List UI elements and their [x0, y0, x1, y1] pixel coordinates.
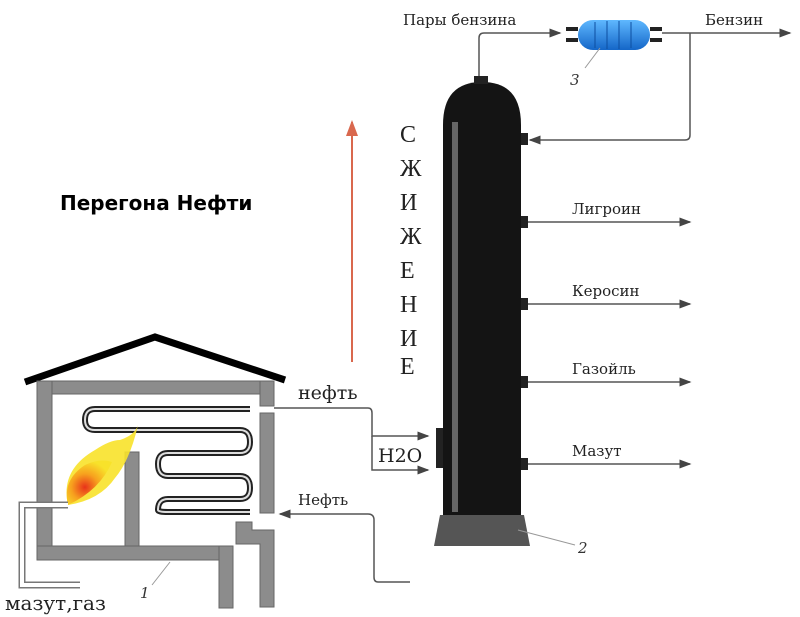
kerosene-label: Керосин [572, 282, 640, 300]
flame-icon [66, 425, 138, 505]
condenser-number: 3 [570, 71, 580, 89]
ligroin-label: Лигроин [572, 200, 641, 218]
condenser [566, 20, 662, 50]
vertical-letter: И [400, 326, 417, 352]
column-number: 2 [577, 539, 588, 557]
vertical-letter: Н [400, 292, 417, 318]
oil-out-label: нефть [298, 382, 358, 404]
vertical-word: С Ж И Ж Е Н И Е [400, 122, 422, 380]
gasoline-label: Бензин [705, 11, 763, 29]
furnace [23, 333, 287, 609]
water-label: H2O [378, 445, 422, 467]
furnace-number: 1 [140, 584, 150, 602]
mazut-label: Мазут [572, 442, 622, 460]
fuel-label: мазут,газ [5, 591, 106, 615]
distillation-column [434, 76, 530, 546]
vertical-letter: Ж [400, 224, 422, 250]
vertical-letter: И [400, 190, 417, 216]
vertical-letter: Ж [400, 156, 422, 182]
vertical-letter: Е [400, 258, 415, 284]
vapors-label: Пары бензина [403, 11, 516, 29]
oil-in-label: Нефть [298, 491, 348, 509]
vertical-letter: С [400, 122, 416, 148]
gasoil-label: Газойль [572, 360, 636, 378]
diagram-title: Перегона Нефти [60, 191, 252, 215]
vertical-letter: Е [400, 354, 415, 380]
